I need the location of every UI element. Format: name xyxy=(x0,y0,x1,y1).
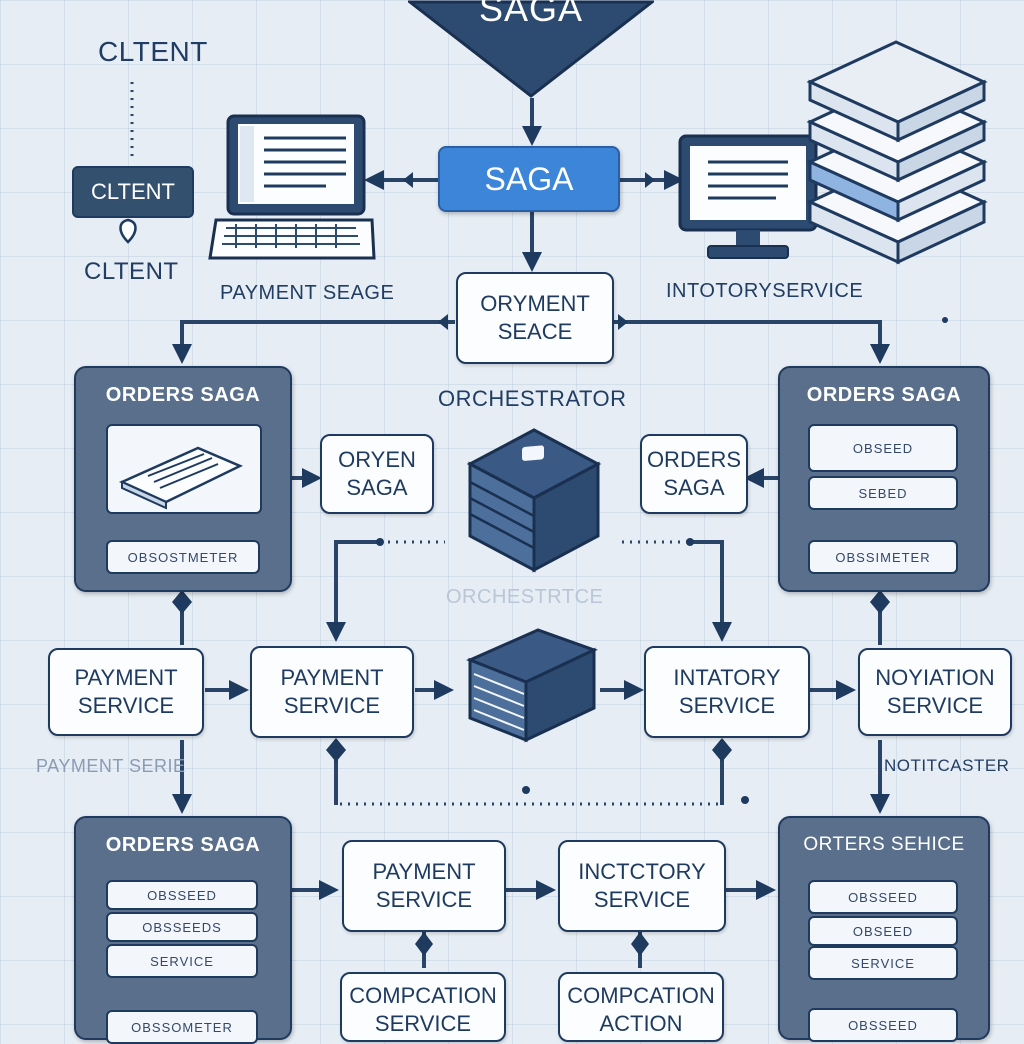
panel-title: ORDERS SAGA xyxy=(105,834,261,856)
saga-banner: SAGA xyxy=(405,0,657,98)
oryment-line2: SEACE xyxy=(497,319,573,344)
panel-slot: OBSSEED xyxy=(808,1008,958,1042)
panel-slot: OBSOSTMETER xyxy=(106,540,260,574)
panel-slot: OBSSEEDS xyxy=(106,912,258,942)
service-line1: PAYMENT xyxy=(372,859,476,884)
saga-banner-title: SAGA xyxy=(478,0,584,29)
service-line2: SERVICE xyxy=(593,887,691,912)
oryen-line1: ORYEN xyxy=(338,447,416,472)
panel-slot: OBSSIMETER xyxy=(808,540,958,574)
orchestrator-caption: ORCHESTRATOR xyxy=(438,386,627,411)
oryen-saga-box[interactable]: ORYEN SAGA xyxy=(320,434,434,514)
orchestrator-faded-caption: ORCHESTRTCE xyxy=(446,586,604,608)
service-line2: SERVICE xyxy=(886,693,984,718)
panel-slot: SEBED xyxy=(808,476,958,510)
oryen-line2: SAGA xyxy=(346,475,408,500)
compcation-service-box[interactable]: COMPCATION SERVICE xyxy=(340,972,506,1042)
saga-hub-label: SAGA xyxy=(484,160,574,197)
panel-slot: OBSSOMETER xyxy=(106,1010,258,1044)
laptop-icon xyxy=(206,112,378,262)
client-box[interactable]: CLTENT xyxy=(72,166,194,218)
service-line2: ACTION xyxy=(599,1011,683,1036)
oryment-seace-box[interactable]: ORYMENT SEACE xyxy=(456,272,614,364)
panel-slot: SERVICE xyxy=(808,946,958,980)
panel-title: ORDERS SAGA xyxy=(105,384,261,406)
service-line1: COMPCATION xyxy=(567,983,715,1008)
panel-slot: OBSEED xyxy=(808,424,958,472)
client-heading: CLTENT xyxy=(98,36,208,67)
inctctory-service-box[interactable]: INCTCTORY SERVICE xyxy=(558,840,726,932)
service-line1: INTATORY xyxy=(673,665,781,690)
oryment-line1: ORYMENT xyxy=(480,291,590,316)
server-stack-icon xyxy=(466,624,598,744)
client-caption: CLTENT xyxy=(84,258,179,285)
service-line2: SERVICE xyxy=(77,693,175,718)
service-line1: PAYMENT xyxy=(74,665,178,690)
payment-service-box-2[interactable]: PAYMENT SERVICE xyxy=(250,646,414,738)
service-line2: SERVICE xyxy=(678,693,776,718)
service-line1: COMPCATION xyxy=(349,983,497,1008)
orders-saga-panel-left-top: ORDERS SAGA OBSOSTMETER xyxy=(74,366,292,592)
panel-slot: OBSSEED xyxy=(106,880,258,910)
intatory-service-box[interactable]: INTATORY SERVICE xyxy=(644,646,810,738)
panel-slot: OBSSEED xyxy=(808,880,958,914)
compcation-action-box[interactable]: COMPCATION ACTION xyxy=(558,972,724,1042)
service-line1: INCTCTORY xyxy=(578,859,706,884)
panel-title: ORDERS SAGA xyxy=(806,384,962,406)
payment-service-box-1[interactable]: PAYMENT SERVICE xyxy=(48,648,204,736)
panel-title: ORTERS SEHICE xyxy=(803,834,965,855)
saga-hub-button[interactable]: SAGA xyxy=(438,146,620,212)
service-line1: PAYMENT xyxy=(280,665,384,690)
service-line2: SERVICE xyxy=(283,693,381,718)
document-stack-icon xyxy=(106,424,262,514)
noyiation-service-box[interactable]: NOYIATION SERVICE xyxy=(858,648,1012,736)
payment-serie-caption: PAYMENT SERIE xyxy=(36,756,186,776)
inventory-caption: INTOTORYSERVICE xyxy=(666,280,864,302)
orders-saga-panel-left-bottom: ORDERS SAGA OBSSEED OBSSEEDS SERVICE OBS… xyxy=(74,816,292,1044)
orters-sehice-panel-right-bottom: ORTERS SEHICE OBSSEED OBSEED SERVICE OBS… xyxy=(778,816,990,1042)
database-stack-icon xyxy=(800,30,992,266)
monitor-icon xyxy=(676,132,820,264)
service-line2: SERVICE xyxy=(375,887,473,912)
service-line2: SERVICE xyxy=(374,1011,472,1036)
orders-line2: SAGA xyxy=(663,475,725,500)
client-pin-icon xyxy=(114,214,142,244)
panel-slot: SERVICE xyxy=(106,944,258,978)
client-box-label: CLTENT xyxy=(91,179,175,204)
orders-line1: ORDERS xyxy=(646,447,742,472)
notitcaster-caption: NOTITCASTER xyxy=(884,756,1010,775)
payment-seage-caption: PAYMENT SEAGE xyxy=(220,282,395,304)
orders-saga-panel-right-top: ORDERS SAGA OBSEED SEBED OBSSIMETER xyxy=(778,366,990,592)
service-line1: NOYIATION xyxy=(875,665,995,690)
orchestrator-cube-icon xyxy=(466,424,602,574)
panel-slot: OBSEED xyxy=(808,916,958,946)
orders-saga-box[interactable]: ORDERS SAGA xyxy=(640,434,748,514)
payment-service-box-bottom[interactable]: PAYMENT SERVICE xyxy=(342,840,506,932)
